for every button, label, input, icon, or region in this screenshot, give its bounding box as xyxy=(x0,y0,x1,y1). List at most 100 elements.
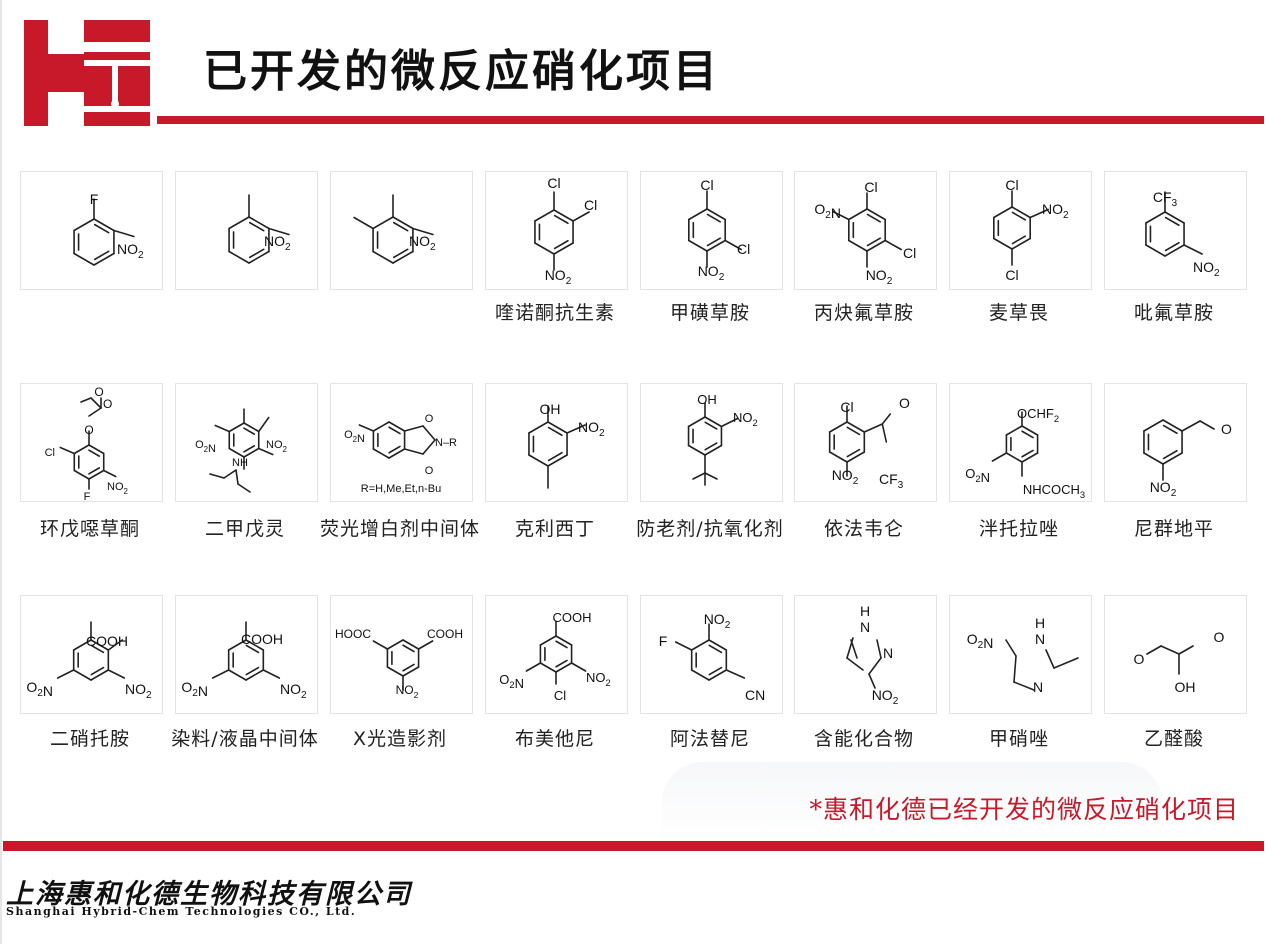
atom-label-3: CF3 xyxy=(879,471,904,491)
atom-label-1: NO2 xyxy=(1042,201,1069,221)
atom-label-2: Cl xyxy=(903,245,916,261)
atom-label-0: O xyxy=(1134,651,1145,667)
atom-label-0: NO2 xyxy=(264,233,291,253)
atom-label-1: O xyxy=(1214,629,1225,645)
atom-label-0: CF3 xyxy=(1153,189,1178,209)
atom-label-1: O xyxy=(899,395,910,411)
structure-drawing: NO2 xyxy=(353,194,436,264)
atom-label-3: NO2 xyxy=(872,687,899,707)
atom-label-0: HOOC xyxy=(335,627,371,641)
atom-label-3: O xyxy=(425,465,434,477)
atom-label-2: NH xyxy=(232,457,248,469)
compound-name: 尼群地平 xyxy=(1133,518,1214,540)
atom-label-0: Cl xyxy=(1005,177,1018,193)
title-underline xyxy=(157,116,1264,124)
atom-label-1: O2N xyxy=(26,679,53,699)
atom-label-3: N xyxy=(1033,679,1043,695)
atom-label-1: H xyxy=(1035,615,1045,631)
atom-label-0: NO2 xyxy=(409,233,436,253)
atom-label-3: Cl xyxy=(554,688,566,703)
compound-name: 甲磺草胺 xyxy=(669,302,750,324)
compound-name: 布美他尼 xyxy=(514,728,595,750)
atom-label-1: NO2 xyxy=(266,439,287,454)
atom-label-1: F xyxy=(659,633,668,649)
watermark-shape xyxy=(662,762,1162,842)
compound-name: 克利西丁 xyxy=(514,518,595,540)
atom-label-2: NO2 xyxy=(396,683,419,700)
atom-label-0: O2N xyxy=(344,429,365,445)
atom-label-0: O2N xyxy=(814,201,841,221)
compound-name: 荧光增白剂中间体 xyxy=(319,518,480,540)
compound-name: 阿法替尼 xyxy=(669,728,750,750)
company-name-en: Shanghai Hybrid-Chem Technologies CO., L… xyxy=(6,905,357,918)
substituent-note: R=H,Me,Et,n-Bu xyxy=(361,483,441,495)
atom-label-0: OCHF2 xyxy=(1017,406,1059,424)
atom-label-1: N xyxy=(860,619,870,635)
page-title: 已开发的微反应硝化项目 xyxy=(203,46,720,97)
atom-label-2: N xyxy=(1035,631,1045,647)
atom-label-0: F xyxy=(90,191,99,207)
page-edge-line xyxy=(0,0,2,944)
atom-label-3: NO2 xyxy=(866,267,893,287)
compound-name: 含能化合物 xyxy=(813,728,914,750)
atom-label-0: COOH xyxy=(86,633,128,649)
atom-label-2: NO2 xyxy=(125,681,152,701)
atom-label-2: CN xyxy=(745,687,765,703)
atom-label-1: O2N xyxy=(965,466,990,485)
atom-label-0: Cl xyxy=(700,177,713,193)
atom-label-0: COOH xyxy=(241,631,283,647)
atom-label-1: NO2 xyxy=(733,410,758,428)
atom-label-0: NO2 xyxy=(704,611,731,631)
compound-name: 吡氟草胺 xyxy=(1133,302,1214,324)
atom-label-2: OH xyxy=(1175,679,1196,695)
atom-label-2: NHCOCH3 xyxy=(1023,482,1085,500)
atom-label-0: O xyxy=(1221,421,1232,437)
atom-label-2: Cl xyxy=(1005,267,1018,283)
compound-name: 二甲戊灵 xyxy=(204,518,285,540)
compound-card: NO2 xyxy=(330,171,473,290)
structure-drawing: O O OH xyxy=(1134,629,1225,695)
footer-bar xyxy=(3,841,1264,851)
compound-name: X光造影剂 xyxy=(352,728,448,750)
compound-name: 丙炔氟草胺 xyxy=(813,302,914,324)
compound-name: 环戊噁草酮 xyxy=(39,518,140,540)
atom-label-1: O xyxy=(103,397,112,411)
atom-label-1: O xyxy=(425,413,434,425)
compound-name: 麦草畏 xyxy=(988,302,1049,324)
compound-name: 乙醛酸 xyxy=(1143,728,1204,750)
structure-drawing: COOH O2N NO2 xyxy=(26,621,152,701)
atom-label-2: NO2 xyxy=(586,670,611,688)
atom-label-2: NO2 xyxy=(280,681,307,701)
atom-label-0: O2N xyxy=(195,439,216,455)
compound-name: 染料/液晶中间体 xyxy=(171,728,319,750)
structure-drawing: NO2 xyxy=(228,194,291,264)
atom-label-0: Cl xyxy=(547,175,560,191)
